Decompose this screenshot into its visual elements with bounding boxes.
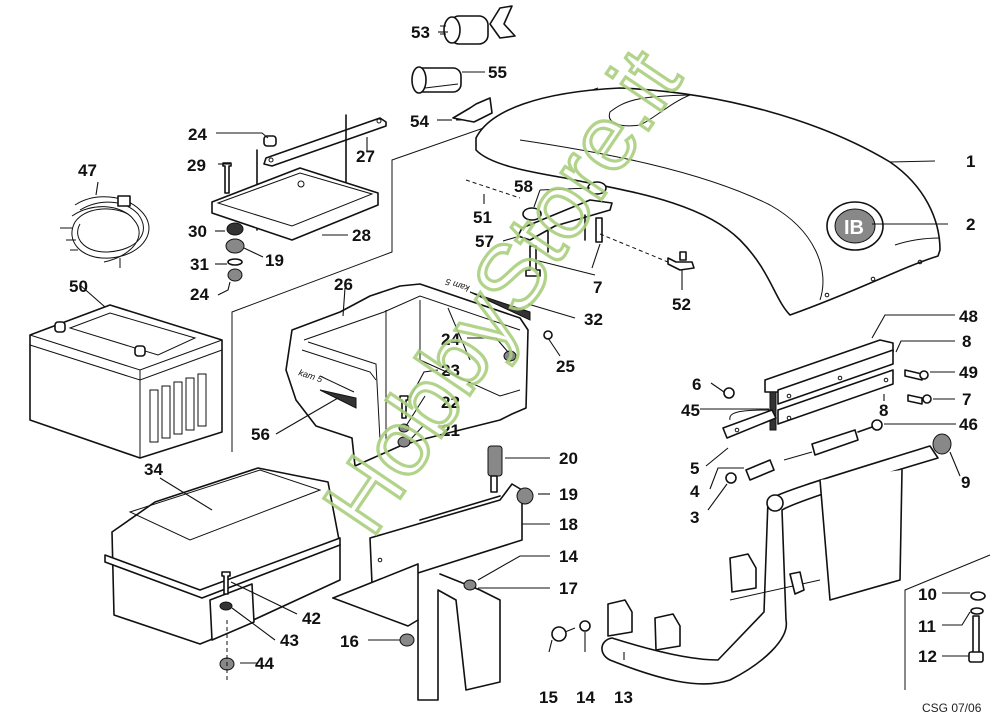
- callout-2[interactable]: 2: [966, 215, 975, 234]
- cable-tie-part[interactable]: [465, 179, 521, 199]
- callout-46[interactable]: 46: [959, 415, 978, 434]
- callout-8-bottom[interactable]: 8: [879, 401, 888, 420]
- callout-52[interactable]: 52: [672, 295, 691, 314]
- callout-22[interactable]: 22: [441, 393, 460, 412]
- callout-10[interactable]: 10: [918, 585, 937, 604]
- callout-14-bumper[interactable]: 14: [576, 688, 595, 707]
- cable-clip-part[interactable]: [667, 251, 695, 271]
- callout-4[interactable]: 4: [690, 482, 700, 501]
- rubber-cap-part[interactable]: [932, 433, 952, 455]
- svg-text:IB: IB: [844, 217, 864, 239]
- bumper-bolt-part[interactable]: [551, 620, 591, 642]
- callout-5[interactable]: 5: [690, 459, 699, 478]
- callout-15[interactable]: 15: [539, 688, 558, 707]
- link-bracket-part[interactable]: [722, 409, 777, 439]
- hood-part[interactable]: [475, 87, 941, 316]
- callout-24-housing[interactable]: 24: [441, 330, 460, 349]
- callout-47[interactable]: 47: [78, 161, 97, 180]
- tool-box-part[interactable]: [104, 467, 341, 680]
- callout-1[interactable]: 1: [966, 152, 975, 171]
- spacer-tube-part[interactable]: [725, 459, 775, 484]
- bracket-support-part[interactable]: [332, 483, 534, 701]
- callout-50[interactable]: 50: [69, 277, 88, 296]
- callout-34[interactable]: 34: [144, 460, 163, 479]
- section-divider-lines: [231, 87, 991, 690]
- battery-hold-down-bar-part[interactable]: [256, 114, 387, 231]
- callout-16[interactable]: 16: [340, 632, 359, 651]
- callout-labels: 53 55 54 24 27 29 28 47 30 19 31 24 50 1…: [69, 23, 978, 707]
- connector-cylinder-part[interactable]: [411, 66, 462, 94]
- screw-part[interactable]: [222, 162, 232, 194]
- wiring-harness-part[interactable]: [60, 195, 150, 268]
- callout-44[interactable]: 44: [255, 654, 274, 673]
- small-hardware-part[interactable]: [968, 591, 986, 663]
- callout-21[interactable]: 21: [441, 421, 460, 440]
- callout-28[interactable]: 28: [352, 226, 371, 245]
- callout-54[interactable]: 54: [410, 112, 429, 131]
- callout-17[interactable]: 17: [559, 579, 578, 598]
- callout-7-top[interactable]: 7: [593, 278, 602, 297]
- front-bumper-part[interactable]: [601, 445, 939, 685]
- ignition-switch-part[interactable]: [440, 5, 516, 45]
- knob-screw-part[interactable]: [487, 445, 503, 493]
- pin-bushing-part[interactable]: [783, 419, 883, 461]
- battery-part[interactable]: [29, 304, 223, 459]
- callout-24-top[interactable]: 24: [188, 125, 207, 144]
- callout-19-top[interactable]: 19: [265, 251, 284, 270]
- callout-55[interactable]: 55: [488, 63, 507, 82]
- plate-screws[interactable]: [723, 369, 932, 405]
- callout-11[interactable]: 11: [918, 617, 936, 636]
- hood-bracket-part[interactable]: [517, 181, 613, 277]
- callout-8-top[interactable]: 8: [962, 332, 971, 351]
- plate-assembly-part[interactable]: [764, 339, 894, 431]
- callout-12[interactable]: 12: [918, 647, 937, 666]
- callout-56[interactable]: 56: [251, 425, 270, 444]
- callout-58[interactable]: 58: [514, 177, 533, 196]
- callout-24-bottom[interactable]: 24: [190, 285, 209, 304]
- callout-53[interactable]: 53: [411, 23, 430, 42]
- callout-13[interactable]: 13: [614, 688, 633, 707]
- nut-part[interactable]: [263, 135, 277, 147]
- callout-27[interactable]: 27: [356, 147, 375, 166]
- leader-lines: [79, 31, 971, 664]
- callout-30[interactable]: 30: [188, 222, 207, 241]
- callout-9[interactable]: 9: [961, 473, 970, 492]
- logo-badge-part[interactable]: IB: [826, 201, 884, 251]
- callout-3[interactable]: 3: [690, 508, 699, 527]
- battery-tray-part[interactable]: [211, 167, 379, 241]
- callout-23[interactable]: 23: [441, 361, 460, 380]
- callout-57[interactable]: 57: [475, 232, 494, 251]
- callout-25[interactable]: 25: [556, 357, 575, 376]
- callout-14-bracket[interactable]: 14: [559, 547, 578, 566]
- rubber-washer-part[interactable]: [225, 222, 245, 282]
- callout-32[interactable]: 32: [584, 310, 603, 329]
- housing-fasteners[interactable]: [397, 330, 553, 448]
- callout-48[interactable]: 48: [959, 307, 978, 326]
- callout-31[interactable]: 31: [190, 255, 209, 274]
- callout-7-plate[interactable]: 7: [962, 390, 971, 409]
- dash-line: [599, 233, 669, 263]
- callout-20[interactable]: 20: [559, 449, 578, 468]
- callout-45[interactable]: 45: [681, 401, 700, 420]
- callout-43[interactable]: 43: [280, 631, 299, 650]
- drawing-code: CSG 07/06: [922, 701, 982, 715]
- callout-42[interactable]: 42: [302, 609, 321, 628]
- callout-18[interactable]: 18: [559, 515, 578, 534]
- callout-49[interactable]: 49: [959, 363, 978, 382]
- callout-26[interactable]: 26: [334, 275, 353, 294]
- callout-29[interactable]: 29: [187, 156, 206, 175]
- callout-19-bracket[interactable]: 19: [559, 485, 578, 504]
- callout-6[interactable]: 6: [692, 375, 701, 394]
- callout-51[interactable]: 51: [473, 208, 492, 227]
- switch-connector-part[interactable]: [452, 97, 493, 123]
